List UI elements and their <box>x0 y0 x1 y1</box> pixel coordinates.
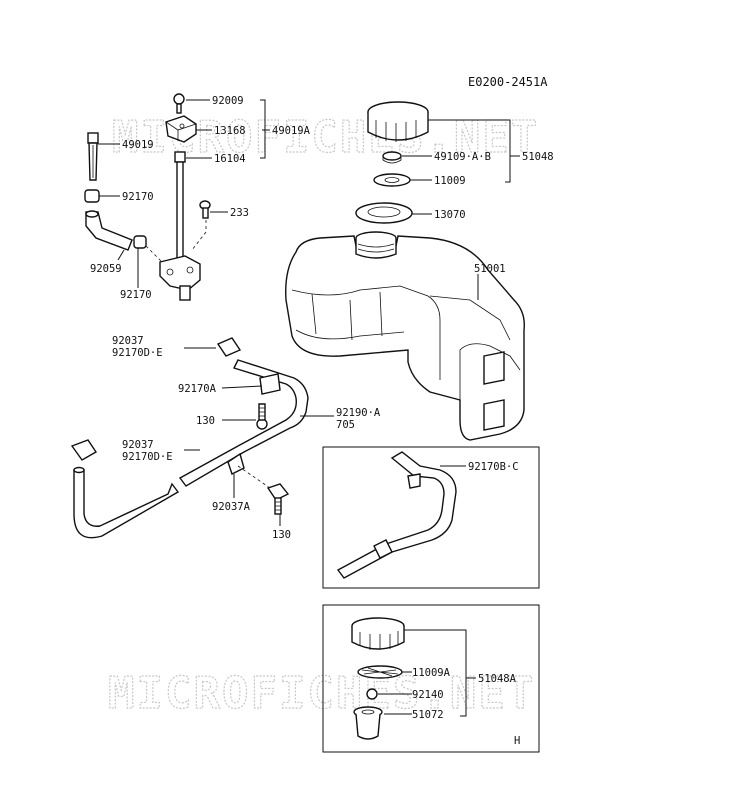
filter-11009 <box>373 173 411 187</box>
shaft-16104 <box>174 151 186 259</box>
callout-92170DE-b: 92170D·E <box>122 451 173 463</box>
inset-filter-11009A <box>357 665 403 679</box>
bolt-92009 <box>173 93 185 114</box>
fuel-tank-51001 <box>285 231 525 441</box>
clamp-92170-bottom <box>133 235 147 249</box>
callout-51048: 51048 <box>522 151 554 163</box>
knob-13168 <box>165 115 197 143</box>
callout-233: 233 <box>230 207 249 219</box>
clamp-92037-lower <box>70 439 97 461</box>
inset-box-cap-H <box>322 604 540 753</box>
callout-92190A: 92190·A <box>336 407 381 419</box>
callout-92170BC: 92170B·C <box>468 461 519 473</box>
callout-92170DE-a: 92170D·E <box>112 347 163 359</box>
callout-130-b: 130 <box>272 529 291 541</box>
return-hose <box>73 466 180 539</box>
callout-705: 705 <box>336 419 355 431</box>
callout-13070: 13070 <box>434 209 466 221</box>
callout-92037-b: 92037 <box>122 439 154 451</box>
callout-16104: 16104 <box>214 153 246 165</box>
callout-92140: 92140 <box>412 689 444 701</box>
callout-92037A: 92037A <box>212 501 251 513</box>
inset-box-pipe <box>322 446 540 589</box>
callout-49019A: 49019A <box>272 125 311 137</box>
callout-49109AB: 49109·A·B <box>434 151 491 163</box>
callout-51072: 51072 <box>412 709 444 721</box>
inset-pipe-92170BC <box>336 451 457 579</box>
callout-51048A: 51048A <box>478 673 517 685</box>
callout-92170-b: 92170 <box>120 289 152 301</box>
clamp-92037-upper <box>216 337 242 357</box>
screw-233 <box>199 200 211 219</box>
callout-13168: 13168 <box>214 125 246 137</box>
callout-49019: 49019 <box>122 139 154 151</box>
inset-strainer-51072 <box>353 706 383 740</box>
gasket-13070 <box>355 202 413 224</box>
callout-11009: 11009 <box>434 175 466 187</box>
fuel-hose-92059 <box>85 210 133 251</box>
callout-11009A: 11009A <box>412 667 451 679</box>
inset-ball-92140 <box>366 688 378 700</box>
fuel-pipe-92190 <box>178 359 309 487</box>
callout-51001: 51001 <box>474 263 506 275</box>
bolt-130-upper <box>256 403 268 430</box>
callout-92170A: 92170A <box>178 383 217 395</box>
callout-92059: 92059 <box>90 263 122 275</box>
inset-label-H: H <box>514 735 520 747</box>
callout-92037-a: 92037 <box>112 335 144 347</box>
seal-49109 <box>382 151 402 164</box>
diagram-code: E0200-2451A <box>468 75 548 89</box>
valve-body <box>159 255 201 301</box>
callout-130-a: 130 <box>196 415 215 427</box>
clamp-92170-top <box>84 189 100 203</box>
bolt-130-lower <box>266 483 290 515</box>
tank-cap <box>367 101 429 142</box>
inset-cap <box>351 617 405 650</box>
watermark-bottom: MICROFICHES.NET <box>108 668 535 719</box>
filter-49019 <box>87 132 99 181</box>
callout-92170-a: 92170 <box>122 191 154 203</box>
callout-92009: 92009 <box>212 95 244 107</box>
